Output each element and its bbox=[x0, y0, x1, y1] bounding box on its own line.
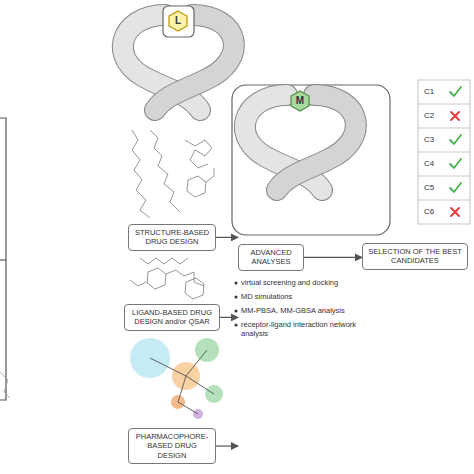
method-box: STRUCTURE-BASED DRUG DESIGN bbox=[128, 224, 216, 251]
check-marks bbox=[450, 87, 461, 216]
candidate-id: C4 bbox=[424, 159, 434, 169]
molecule-hexagon: M bbox=[289, 90, 311, 112]
result-box: SELECTION OF THE BEST CANDIDATES bbox=[362, 243, 468, 270]
flow-arrow bbox=[304, 257, 362, 258]
bullet-item: receptor-ligand interaction network anal… bbox=[241, 320, 361, 339]
bullet-item: MD simulations bbox=[241, 292, 292, 301]
node-text: STRUCTURE-BASED DRUG DESIGN bbox=[133, 228, 211, 247]
node-text: SELECTION OF THE BEST CANDIDATES bbox=[367, 247, 463, 266]
ligand-molecules bbox=[130, 130, 214, 299]
left-bracket bbox=[0, 118, 10, 400]
process-box: ADVANCED ANALYSES bbox=[238, 244, 304, 271]
node-text: M bbox=[289, 90, 311, 112]
node-text: L bbox=[167, 10, 189, 32]
node-text: PHARMACOPHORE-BASED DRUG DESIGN bbox=[133, 432, 211, 460]
method-box: PHARMACOPHORE-BASED DRUG DESIGN bbox=[128, 428, 216, 464]
flow-arrow bbox=[216, 445, 238, 446]
receptor-frame bbox=[232, 85, 390, 235]
candidate-id: C2 bbox=[424, 111, 434, 121]
node-text: LIGAND-BASED DRUG DESIGN and/or QSAR bbox=[129, 308, 215, 327]
flow-arrow bbox=[220, 317, 238, 318]
candidate-id: C3 bbox=[424, 135, 434, 145]
receptor-structure bbox=[123, 6, 234, 110]
candidate-id: C1 bbox=[424, 87, 434, 97]
method-box: LIGAND-BASED DRUG DESIGN and/or QSAR bbox=[124, 304, 220, 331]
candidate-id: C5 bbox=[424, 183, 434, 193]
ligand-hexagon: L bbox=[167, 10, 189, 32]
bullet-item: virtual screening and docking bbox=[241, 278, 338, 287]
bullet-dots bbox=[235, 282, 238, 327]
candidate-id: C6 bbox=[424, 207, 434, 217]
flow-arrow bbox=[216, 237, 238, 238]
pharmacophore-model bbox=[130, 338, 223, 419]
node-text: ADVANCED ANALYSES bbox=[243, 248, 299, 267]
bullet-item: MM-PBSA, MM-GBSA analysis bbox=[241, 306, 345, 315]
results-table bbox=[418, 80, 470, 224]
